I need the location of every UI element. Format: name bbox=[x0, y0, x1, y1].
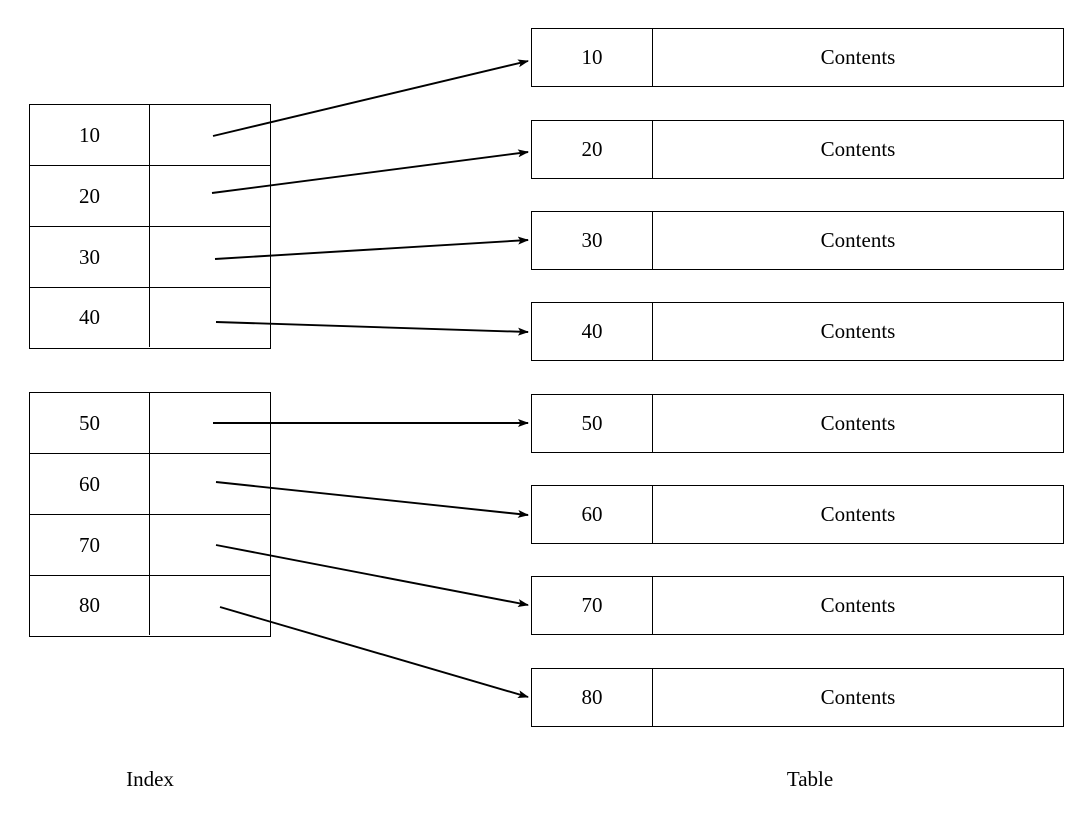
table-caption: Table bbox=[786, 767, 834, 791]
index-pointer-cell bbox=[150, 454, 270, 514]
index-key-cell: 50 bbox=[30, 393, 150, 453]
table-contents-cell: Contents bbox=[820, 411, 896, 435]
table-row[interactable]: 20 Contents bbox=[531, 120, 1064, 179]
table-key-cell: 70 bbox=[532, 577, 653, 634]
index-pointer-cell bbox=[150, 576, 270, 635]
table-contents-cell: Contents bbox=[820, 137, 896, 161]
index-block-2: 50 60 70 80 bbox=[29, 392, 271, 637]
index-key-cell: 70 bbox=[30, 515, 150, 575]
index-pointer-cell bbox=[150, 515, 270, 575]
table-key-cell: 10 bbox=[532, 29, 653, 86]
index-row[interactable]: 30 bbox=[30, 227, 270, 288]
table-contents-cell: Contents bbox=[820, 228, 896, 252]
table-contents-cell: Contents bbox=[820, 593, 896, 617]
index-key-cell: 80 bbox=[30, 576, 150, 635]
table-row[interactable]: 70 Contents bbox=[531, 576, 1064, 635]
index-row[interactable]: 70 bbox=[30, 515, 270, 576]
table-contents-cell: Contents bbox=[820, 685, 896, 709]
table-row[interactable]: 40 Contents bbox=[531, 302, 1064, 361]
index-key-cell: 40 bbox=[30, 288, 150, 347]
table-contents-cell: Contents bbox=[820, 45, 896, 69]
index-row[interactable]: 20 bbox=[30, 166, 270, 227]
table-key-cell: 60 bbox=[532, 486, 653, 543]
index-block-1: 10 20 30 40 bbox=[29, 104, 271, 349]
table-row[interactable]: 80 Contents bbox=[531, 668, 1064, 727]
table-row[interactable]: 30 Contents bbox=[531, 211, 1064, 270]
index-key-cell: 60 bbox=[30, 454, 150, 514]
table-key-cell: 40 bbox=[532, 303, 653, 360]
index-row[interactable]: 80 bbox=[30, 576, 270, 635]
index-row[interactable]: 40 bbox=[30, 288, 270, 347]
table-row[interactable]: 60 Contents bbox=[531, 485, 1064, 544]
table-key-cell: 50 bbox=[532, 395, 653, 452]
index-caption: Index bbox=[126, 767, 174, 791]
table-contents-cell: Contents bbox=[820, 502, 896, 526]
index-row[interactable]: 50 bbox=[30, 393, 270, 454]
index-key-cell: 20 bbox=[30, 166, 150, 226]
index-row[interactable]: 10 bbox=[30, 105, 270, 166]
index-pointer-cell bbox=[150, 288, 270, 347]
table-key-cell: 30 bbox=[532, 212, 653, 269]
index-pointer-cell bbox=[150, 227, 270, 287]
index-pointer-cell bbox=[150, 166, 270, 226]
table-row[interactable]: 50 Contents bbox=[531, 394, 1064, 453]
index-pointer-cell bbox=[150, 393, 270, 453]
index-key-cell: 30 bbox=[30, 227, 150, 287]
table-key-cell: 80 bbox=[532, 669, 653, 726]
index-key-cell: 10 bbox=[30, 105, 150, 165]
table-key-cell: 20 bbox=[532, 121, 653, 178]
index-pointer-cell bbox=[150, 105, 270, 165]
table-row[interactable]: 10 Contents bbox=[531, 28, 1064, 87]
index-row[interactable]: 60 bbox=[30, 454, 270, 515]
table-contents-cell: Contents bbox=[820, 319, 896, 343]
